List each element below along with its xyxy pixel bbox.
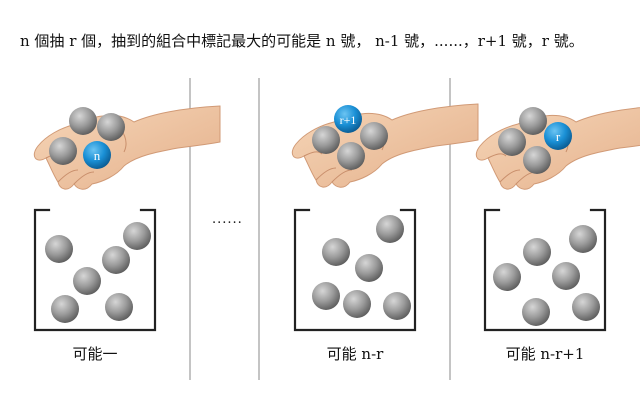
gray-ball <box>519 107 547 135</box>
blue-ball-label: r <box>556 129 561 144</box>
gray-ball <box>337 142 365 170</box>
panel-case-n-r: r+1 <box>291 103 479 332</box>
gray-ball <box>383 292 411 320</box>
gray-ball <box>376 215 404 243</box>
gray-ball <box>312 126 340 154</box>
gray-ball <box>572 293 600 321</box>
gray-ball <box>49 137 77 165</box>
blue-ball-label: n <box>94 148 101 163</box>
gray-ball <box>51 295 79 323</box>
gray-ball <box>105 293 133 321</box>
gray-ball <box>312 282 340 310</box>
blue-ball-label: r+1 <box>340 113 357 127</box>
gray-ball <box>569 225 597 253</box>
panel-case-n-r-plus-1: r <box>475 105 640 332</box>
caption-case-n-r: 可能 n-r <box>326 345 384 363</box>
panel-case-1: n <box>33 105 221 332</box>
gray-ball <box>355 254 383 282</box>
caption-case-n-r-plus-1: 可能 n-r+1 <box>505 345 585 363</box>
divider-line <box>449 78 451 380</box>
blue-ball <box>83 141 111 169</box>
gray-ball <box>45 235 73 263</box>
blue-ball <box>544 122 572 150</box>
gray-ball <box>343 290 371 318</box>
divider-line <box>258 78 260 380</box>
gray-ball <box>523 146 551 174</box>
divider-line <box>189 78 191 380</box>
gray-ball <box>69 107 97 135</box>
gray-ball <box>552 262 580 290</box>
gray-ball <box>123 222 151 250</box>
gray-ball <box>322 238 350 266</box>
heading-text: n 個抽 r 個，抽到的組合中標記最大的可能是 n 號， n-1 號，.....… <box>20 32 584 50</box>
gray-ball <box>523 238 551 266</box>
gray-ball <box>97 113 125 141</box>
caption-case-1: 可能一 <box>72 345 118 363</box>
gray-ball <box>493 263 521 291</box>
gray-ball <box>360 122 388 150</box>
gray-ball <box>498 128 526 156</box>
omitted-cases-ellipsis: ...... <box>212 212 243 227</box>
gray-ball <box>102 246 130 274</box>
gray-ball <box>522 298 550 326</box>
gray-ball <box>73 267 101 295</box>
blue-ball <box>334 105 362 133</box>
